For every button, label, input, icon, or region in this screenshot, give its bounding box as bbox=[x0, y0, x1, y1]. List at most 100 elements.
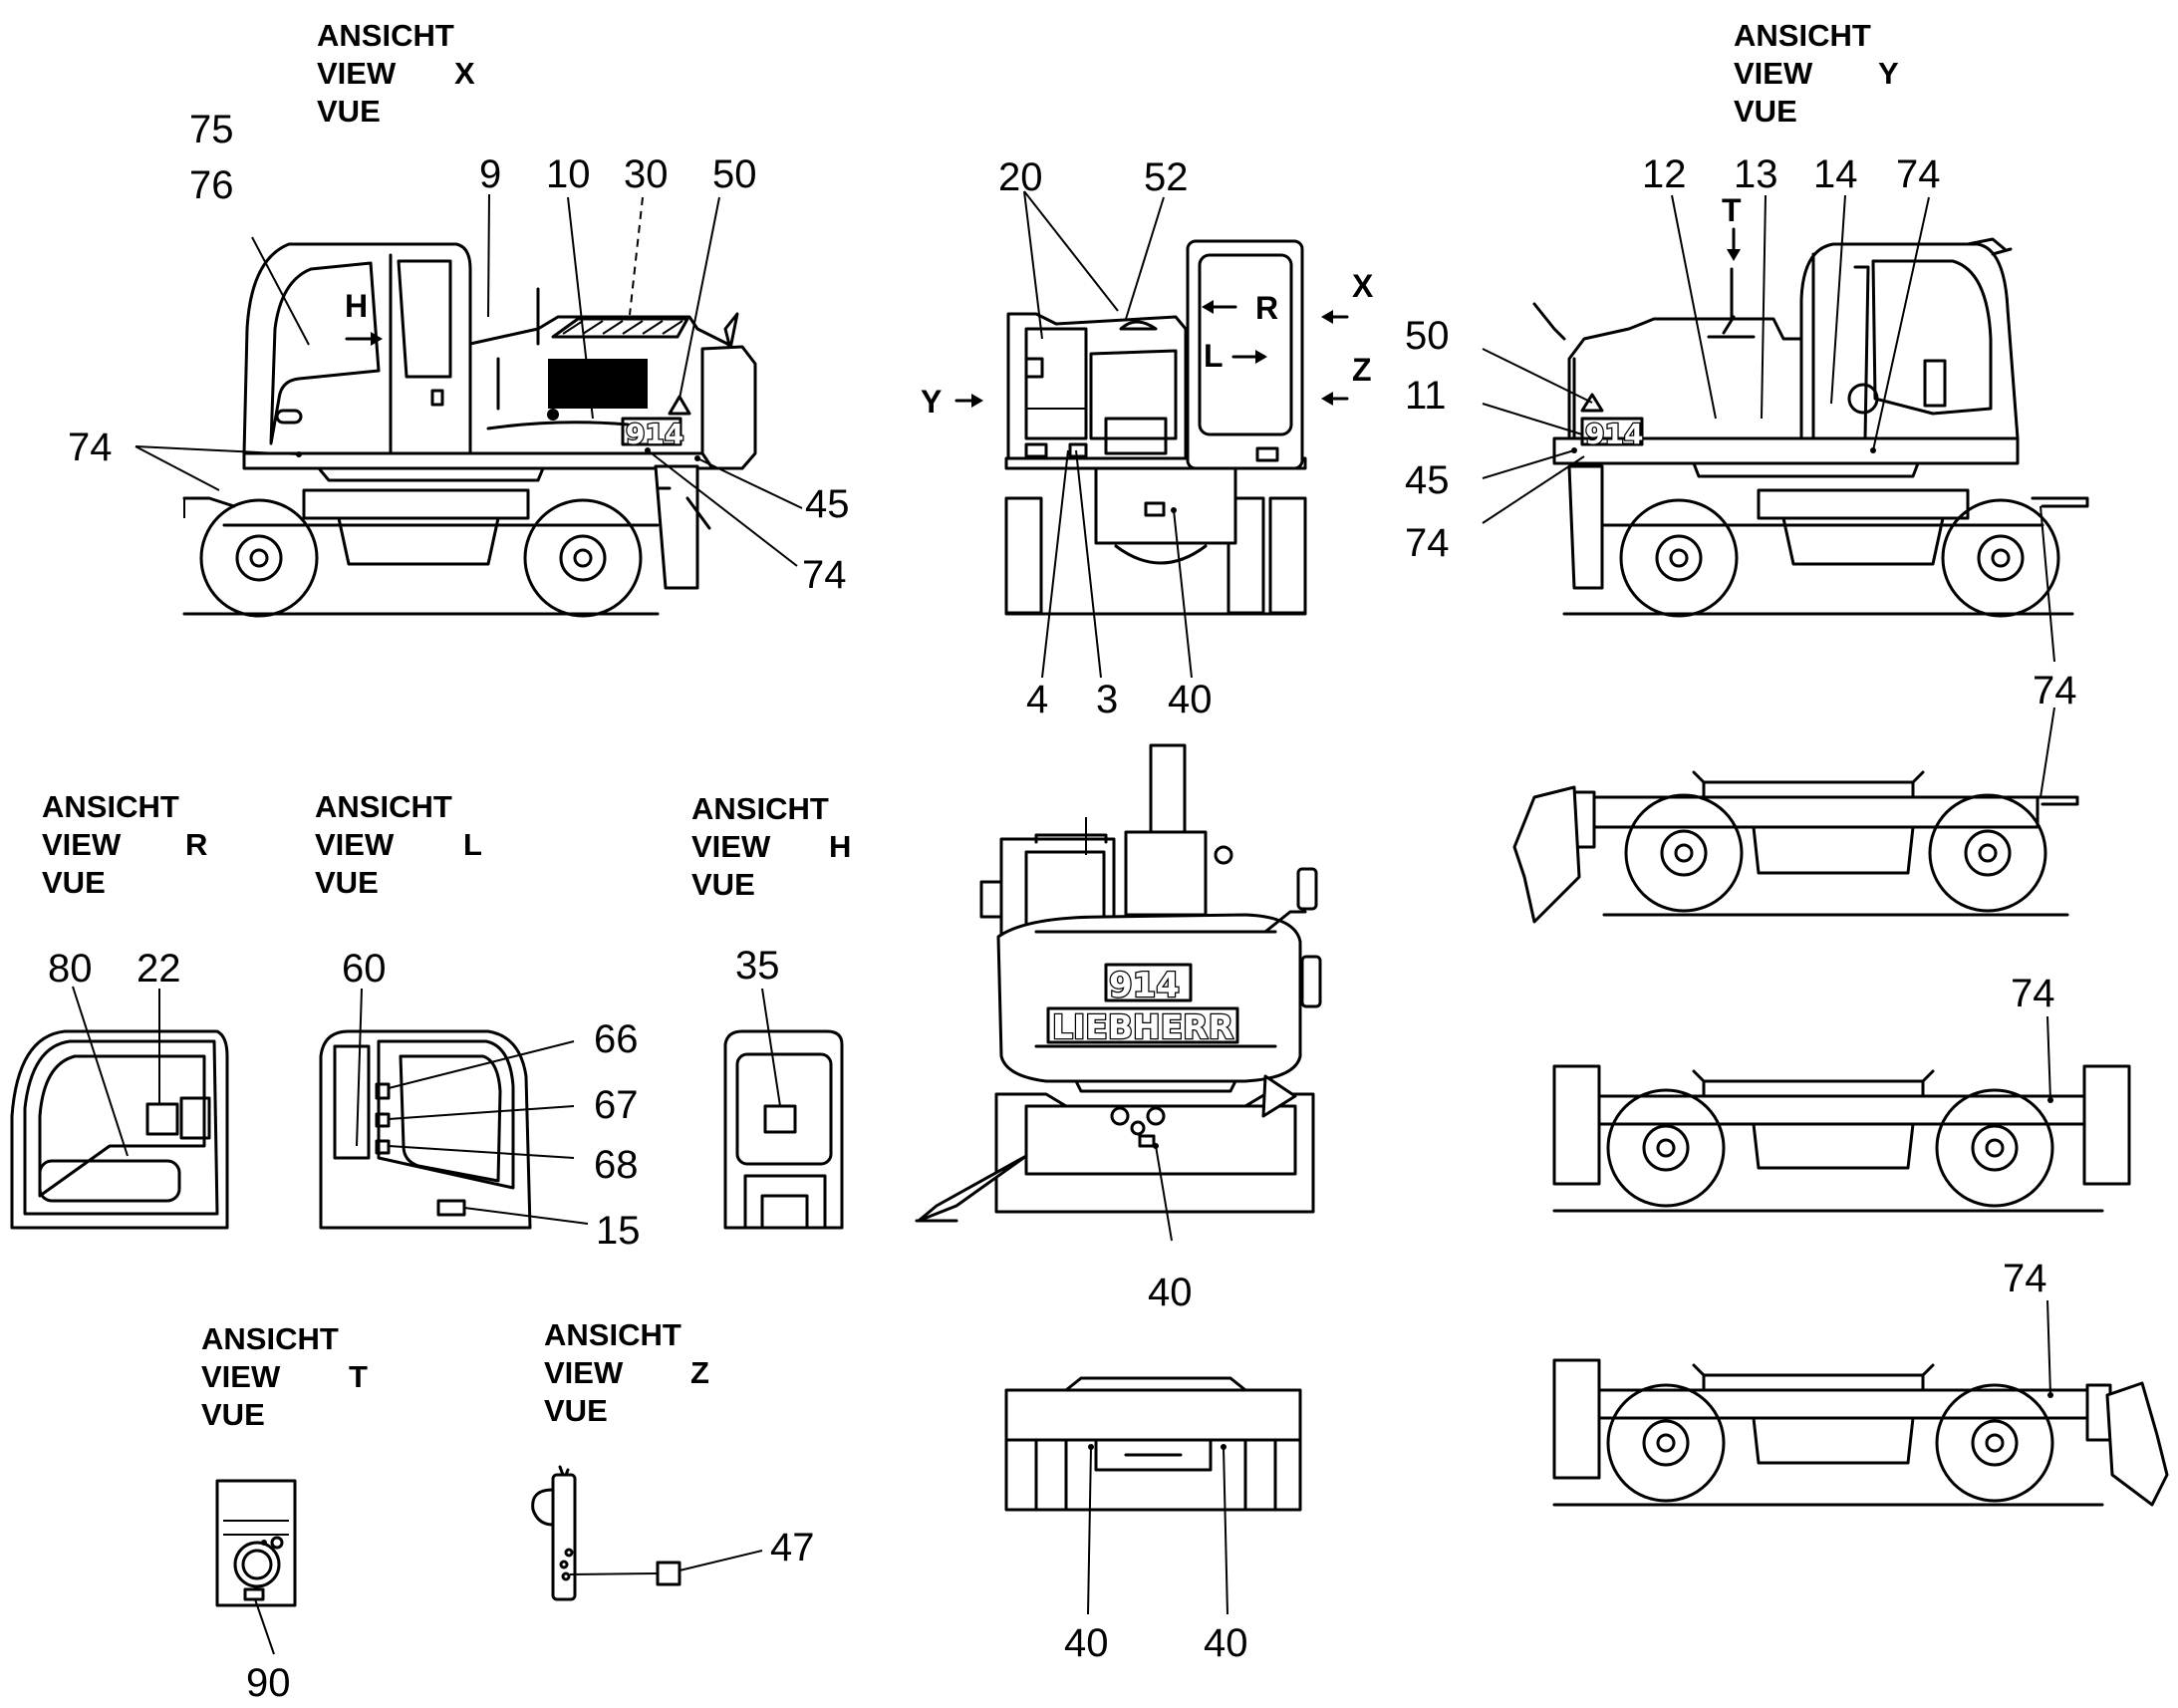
svg-text:VUE: VUE bbox=[1734, 94, 1797, 129]
callout: 74 bbox=[2003, 1257, 2047, 1300]
heading-view-h: ANSICHT VIEW VUE H bbox=[691, 791, 851, 902]
marker-z: Z bbox=[1352, 352, 1372, 388]
callout: 40 bbox=[1204, 1621, 1248, 1665]
callouts-chassis: 74 74 bbox=[2003, 972, 2055, 1300]
view-t-leaders bbox=[254, 1598, 275, 1655]
undercarriage-leaders bbox=[1087, 1446, 1228, 1615]
svg-text:ANSICHT: ANSICHT bbox=[42, 789, 179, 824]
svg-text:VUE: VUE bbox=[42, 865, 106, 900]
svg-text:VIEW: VIEW bbox=[1734, 56, 1813, 91]
view-y-side-drawing: 914 bbox=[1532, 227, 2089, 618]
view-y-leaders bbox=[1482, 194, 2055, 663]
chassis-2-drawing bbox=[1552, 1064, 2131, 1213]
callout: 22 bbox=[136, 947, 181, 991]
view-z-drawing bbox=[531, 1465, 681, 1601]
callout: 40 bbox=[1168, 678, 1213, 721]
callout: 74 bbox=[802, 553, 847, 597]
callout: 74 bbox=[2033, 669, 2077, 712]
heading-view-r: ANSICHT VIEW VUE R bbox=[42, 789, 207, 900]
view-x-side-drawing: 914 bbox=[182, 242, 757, 618]
rear-view-drawing: 914 LIEBHERR bbox=[915, 743, 1322, 1223]
callout: 4 bbox=[1026, 678, 1048, 721]
svg-text:X: X bbox=[454, 56, 475, 91]
svg-text:Z: Z bbox=[690, 1355, 709, 1390]
callout: 74 bbox=[2011, 972, 2055, 1015]
svg-text:VIEW: VIEW bbox=[691, 829, 771, 864]
heading-view-l: ANSICHT VIEW VUE L bbox=[315, 789, 482, 900]
view-l-leaders bbox=[356, 988, 589, 1225]
svg-text:ANSICHT: ANSICHT bbox=[315, 789, 452, 824]
callout: 67 bbox=[594, 1083, 639, 1127]
view-z-leaders bbox=[569, 1550, 763, 1575]
callouts-rear: 40 bbox=[1148, 1271, 1193, 1314]
view-l-drawing bbox=[319, 1029, 532, 1230]
marker-r: R bbox=[1255, 290, 1278, 326]
svg-text:VUE: VUE bbox=[544, 1393, 608, 1428]
chassis-3-drawing bbox=[1552, 1358, 2169, 1507]
callout: 47 bbox=[770, 1526, 815, 1569]
svg-text:ANSICHT: ANSICHT bbox=[691, 791, 829, 826]
marker-h: H bbox=[345, 288, 368, 324]
svg-text:914: 914 bbox=[1585, 418, 1643, 450]
callout: 60 bbox=[342, 947, 387, 991]
svg-text:T: T bbox=[349, 1359, 368, 1394]
view-x-leaders bbox=[135, 193, 803, 567]
callouts-view-l: 60 66 67 68 15 bbox=[342, 947, 641, 1253]
callout: 14 bbox=[1813, 152, 1858, 196]
svg-text:914: 914 bbox=[626, 418, 683, 450]
callout: 74 bbox=[68, 426, 113, 469]
chassis-1-drawing bbox=[1512, 770, 2079, 924]
svg-text:Y: Y bbox=[1878, 56, 1899, 91]
callouts-front: 20 52 4 3 40 bbox=[998, 155, 1213, 721]
view-h-drawing bbox=[723, 1029, 844, 1230]
callout: 50 bbox=[1405, 314, 1450, 358]
callout: 52 bbox=[1144, 155, 1189, 199]
callout: 11 bbox=[1405, 374, 1447, 418]
svg-text:VIEW: VIEW bbox=[544, 1355, 624, 1390]
svg-text:VUE: VUE bbox=[201, 1397, 265, 1432]
callouts-undercarriage: 40 40 bbox=[1064, 1621, 1248, 1665]
svg-text:VUE: VUE bbox=[691, 867, 755, 902]
callout: 40 bbox=[1064, 1621, 1109, 1665]
callouts-view-r: 80 22 bbox=[48, 947, 181, 991]
callout: 15 bbox=[596, 1209, 641, 1253]
callout: 50 bbox=[712, 152, 757, 196]
svg-text:H: H bbox=[829, 829, 851, 864]
svg-text:ANSICHT: ANSICHT bbox=[544, 1317, 681, 1352]
callout: 45 bbox=[805, 482, 850, 526]
heading-view-y: ANSICHT VIEW VUE Y bbox=[1734, 18, 1899, 129]
callout: 10 bbox=[546, 152, 591, 196]
callout: 12 bbox=[1642, 152, 1687, 196]
callout: 90 bbox=[246, 1661, 291, 1705]
rear-model-number: 914 bbox=[1109, 966, 1180, 1005]
marker-l: L bbox=[1204, 338, 1224, 374]
callout: 75 bbox=[189, 108, 234, 151]
rear-view-leaders bbox=[1153, 1143, 1173, 1242]
callout: 40 bbox=[1148, 1271, 1193, 1314]
callouts-view-y: 12 13 14 74 50 11 45 74 74 bbox=[1405, 152, 2077, 712]
svg-text:VUE: VUE bbox=[317, 94, 381, 129]
callout: 13 bbox=[1734, 152, 1778, 196]
marker-x: X bbox=[1352, 268, 1374, 304]
callouts-view-t: 90 bbox=[246, 1661, 291, 1705]
svg-text:VIEW: VIEW bbox=[42, 827, 122, 862]
svg-text:ANSICHT: ANSICHT bbox=[201, 1321, 339, 1356]
callout: 20 bbox=[998, 155, 1043, 199]
heading-view-z: ANSICHT VIEW VUE Z bbox=[544, 1317, 709, 1428]
svg-text:VIEW: VIEW bbox=[315, 827, 395, 862]
chassis-2-leaders bbox=[2046, 1015, 2051, 1101]
heading-view-x: ANSICHT VIEW VUE X bbox=[317, 18, 475, 129]
svg-text:VUE: VUE bbox=[315, 865, 379, 900]
view-r-leaders bbox=[72, 986, 160, 1157]
svg-text:ANSICHT: ANSICHT bbox=[317, 18, 454, 53]
marker-y: Y bbox=[921, 384, 942, 420]
callout: 74 bbox=[1896, 152, 1941, 196]
callout: 74 bbox=[1405, 521, 1450, 565]
callout: 35 bbox=[735, 944, 780, 988]
callout: 30 bbox=[624, 152, 669, 196]
view-t-drawing bbox=[215, 1479, 297, 1607]
callouts-view-x: 75 76 9 10 30 50 74 45 74 bbox=[68, 108, 850, 597]
callouts-view-z: 47 bbox=[770, 1526, 815, 1569]
